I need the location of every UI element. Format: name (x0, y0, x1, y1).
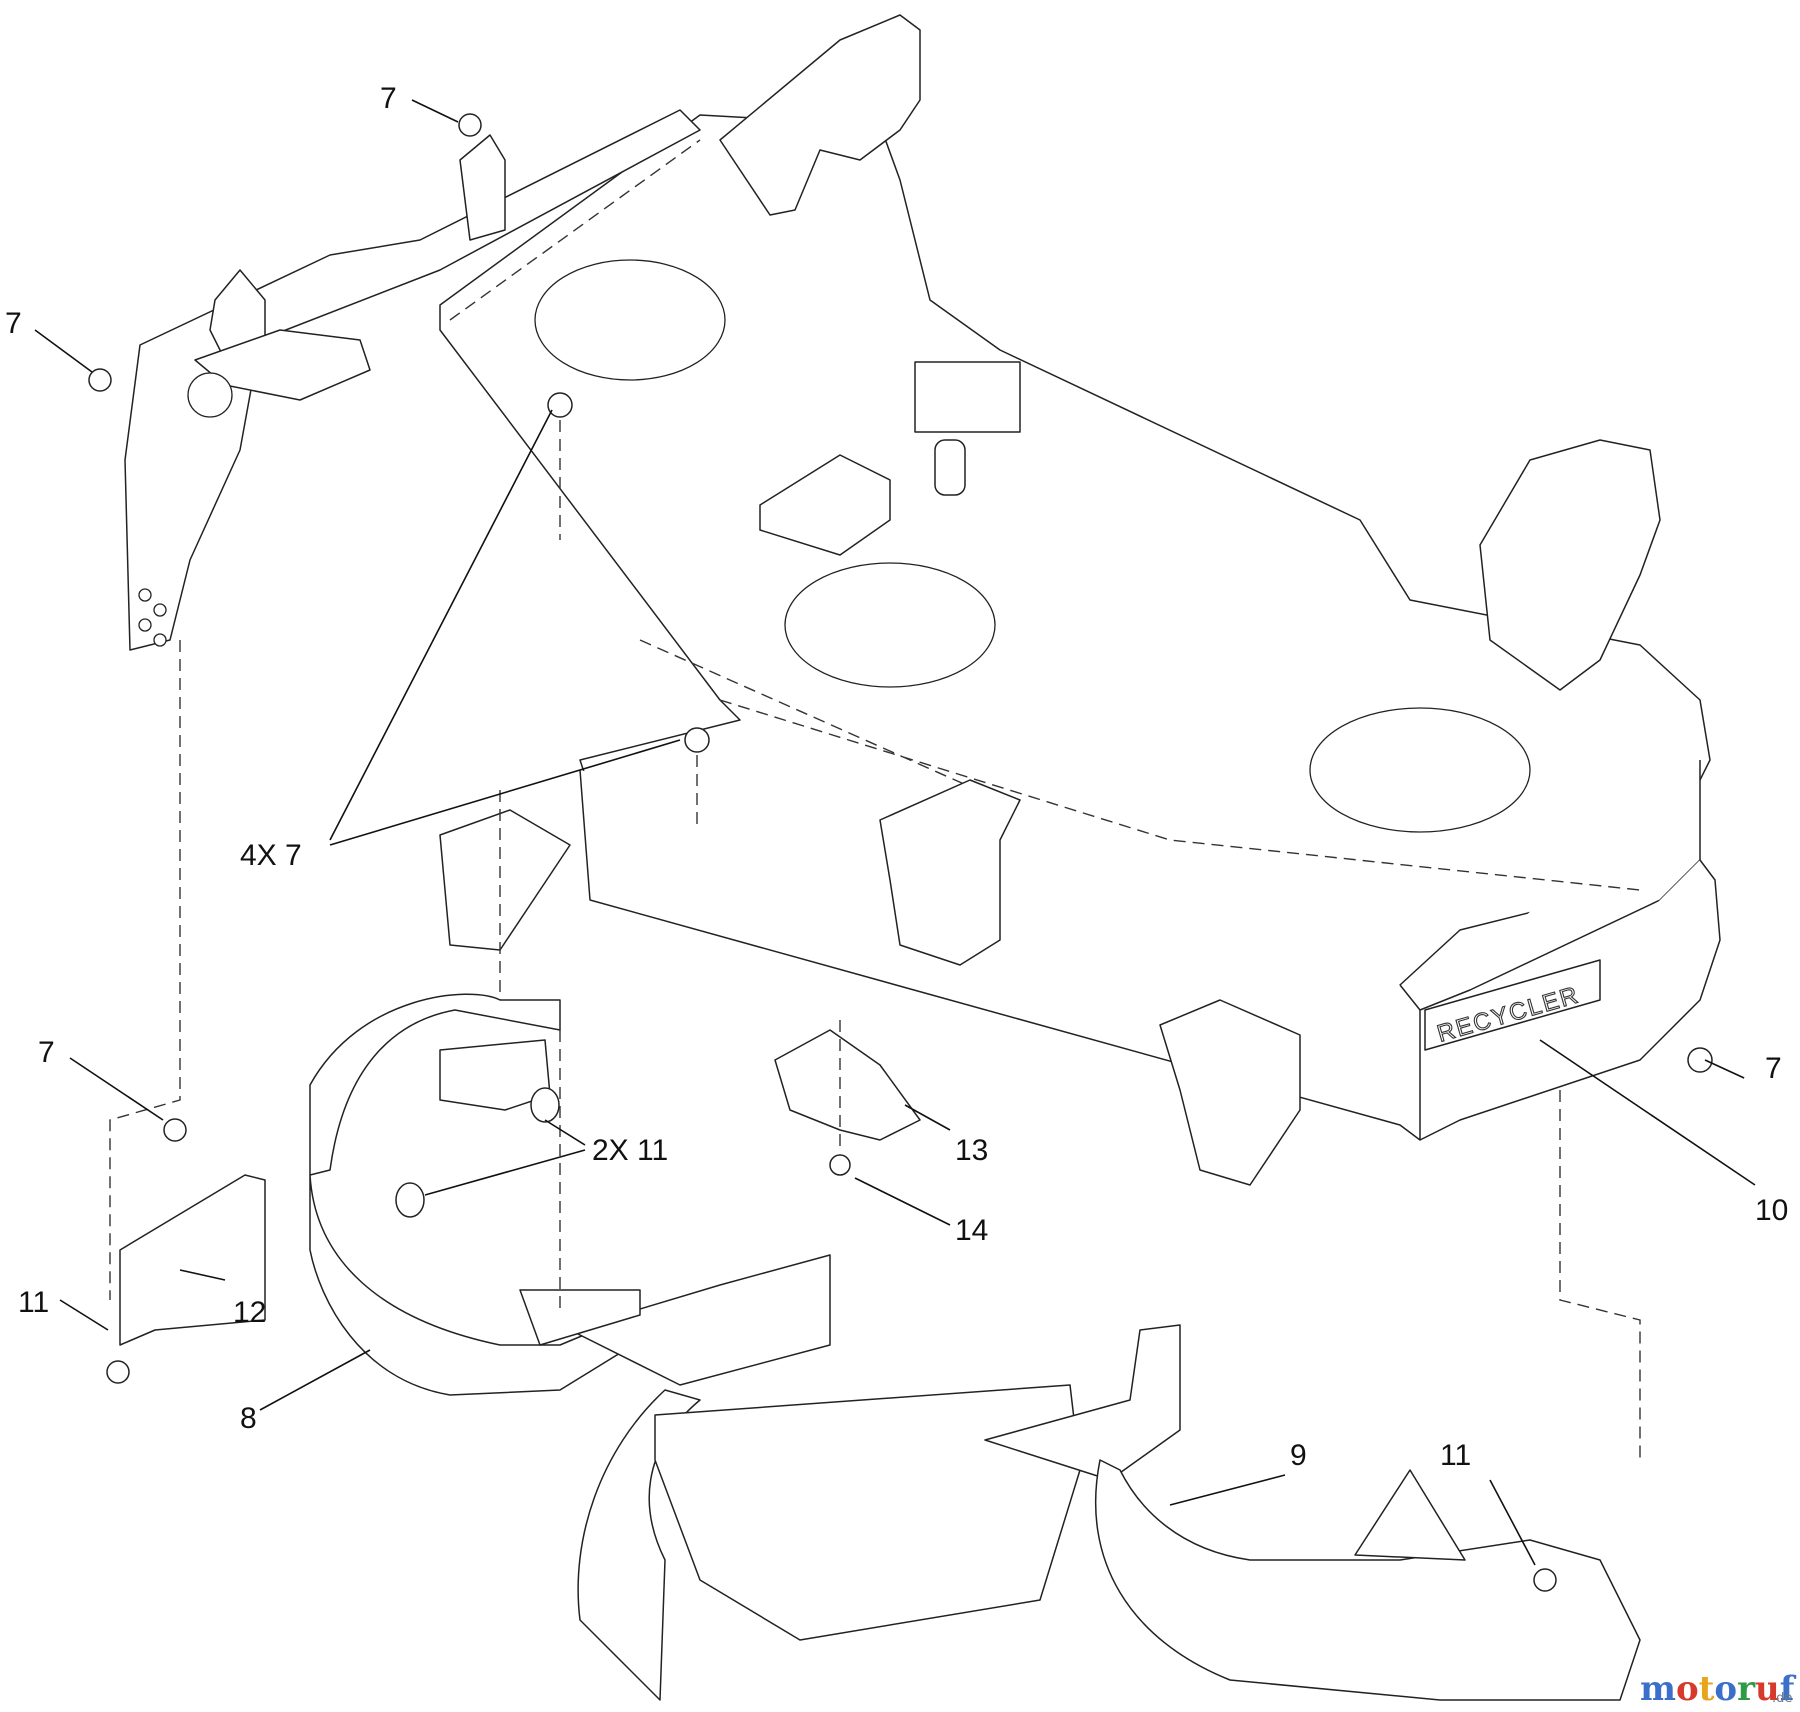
bolt-11-b (395, 1182, 425, 1218)
nut-7-center-a (547, 392, 573, 418)
nut-7-right (1687, 1047, 1713, 1073)
callout-7-top: 7 (380, 82, 397, 115)
nut-7-center-b (684, 727, 710, 753)
baffle-plate-12 (119, 1174, 266, 1346)
callout-8: 8 (240, 1402, 257, 1435)
leader-lines (34, 99, 1756, 1566)
blade-opening-right (1309, 707, 1531, 833)
callout-12: 12 (233, 1296, 266, 1329)
watermark-letter: o (1714, 1669, 1737, 1709)
bolt-14 (829, 1154, 851, 1176)
blade-opening-center (784, 562, 996, 688)
baffle-9 (577, 1324, 1641, 1701)
watermark-letter: m (1640, 1669, 1676, 1709)
callout-4x7: 4X 7 (240, 839, 302, 872)
callout-7-left: 7 (5, 307, 22, 340)
callout-2x11: 2X 11 (592, 1134, 668, 1167)
baffle-8 (309, 993, 831, 1396)
callout-10: 10 (1755, 1194, 1788, 1227)
pulley-mount-plate (914, 361, 1021, 433)
bolt-11-a (530, 1087, 560, 1123)
left-pivot-bracket (109, 109, 701, 1300)
callout-11-left: 11 (18, 1286, 49, 1319)
watermark-letter: t (1699, 1669, 1715, 1709)
bolt-11-right (1533, 1568, 1557, 1592)
blade-opening-left (534, 259, 726, 381)
mower-deck-housing: RECYCLER (439, 14, 1721, 1186)
watermark-letter: u (1755, 1669, 1780, 1709)
nut-7-midleft (163, 1118, 187, 1142)
callout-11-right: 11 (1440, 1439, 1471, 1472)
nut-7-left (88, 368, 112, 392)
watermark-letter: o (1676, 1669, 1699, 1709)
watermark-suffix: .de (1772, 1691, 1792, 1706)
motoruf-watermark: motoruf .de (1640, 1669, 1797, 1709)
callout-9: 9 (1290, 1439, 1307, 1472)
watermark-letter: r (1737, 1669, 1756, 1709)
callout-7-right: 7 (1765, 1052, 1782, 1085)
nut-7-top (458, 113, 482, 137)
bracket-13 (774, 1029, 921, 1141)
hardware (88, 113, 1713, 1592)
callout-labels: 7 7 4X 7 7 7 2X 11 13 14 10 11 12 8 9 11 (5, 82, 1788, 1472)
bolt-11-left (106, 1360, 130, 1384)
callout-14: 14 (955, 1214, 988, 1247)
callout-13: 13 (955, 1134, 988, 1167)
callout-7-midleft: 7 (38, 1036, 55, 1069)
watermark-brand: motoruf (1640, 1669, 1797, 1709)
watermark-letter: f (1780, 1669, 1797, 1709)
